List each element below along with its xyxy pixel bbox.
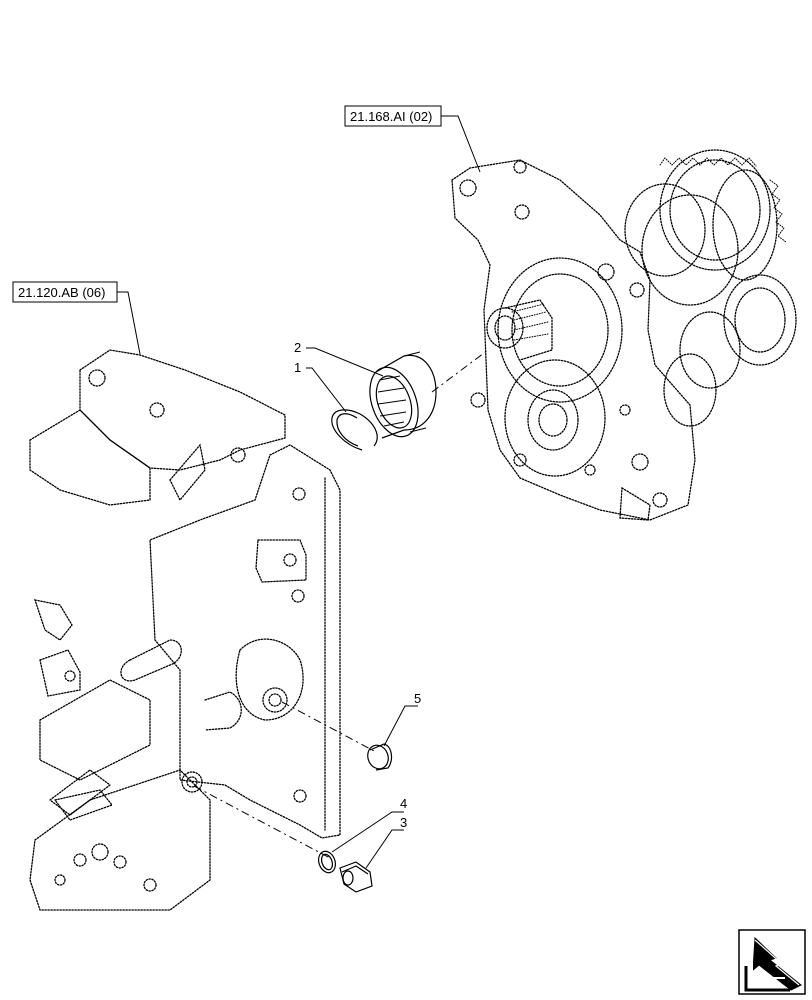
o-ring-part-4	[317, 850, 337, 874]
alignment-line-bearing	[431, 349, 489, 393]
callout-2[interactable]: 2	[294, 340, 384, 377]
transmission-housing	[29, 349, 341, 911]
reference-label-housing-text: 21.120.AB (06)	[18, 285, 105, 300]
reference-label-gearbox-text: 21.168.AI (02)	[350, 109, 432, 124]
reference-label-housing[interactable]: 21.120.AB (06)	[12, 281, 141, 355]
callout-3-label: 3	[400, 815, 407, 830]
callout-5-label: 5	[414, 691, 421, 706]
arrow-back-icon[interactable]	[738, 929, 806, 995]
callout-5[interactable]: 5	[383, 691, 421, 747]
snap-ring	[331, 409, 378, 451]
gearbox-assembly	[451, 149, 797, 521]
callout-4-label: 4	[400, 796, 407, 811]
bushing-part-5	[367, 743, 393, 771]
needle-bearing	[369, 351, 437, 439]
callout-1-label: 1	[294, 360, 301, 375]
callout-2-label: 2	[294, 340, 301, 355]
callout-4[interactable]: 4	[331, 796, 407, 853]
alignment-line-plug-5	[281, 701, 377, 753]
alignment-line-plug-3	[193, 785, 331, 859]
callout-1[interactable]: 1	[294, 360, 347, 413]
callout-3[interactable]: 3	[365, 815, 407, 869]
plug-part-3	[339, 861, 373, 893]
reference-label-gearbox[interactable]: 21.168.AI (02)	[344, 105, 481, 173]
